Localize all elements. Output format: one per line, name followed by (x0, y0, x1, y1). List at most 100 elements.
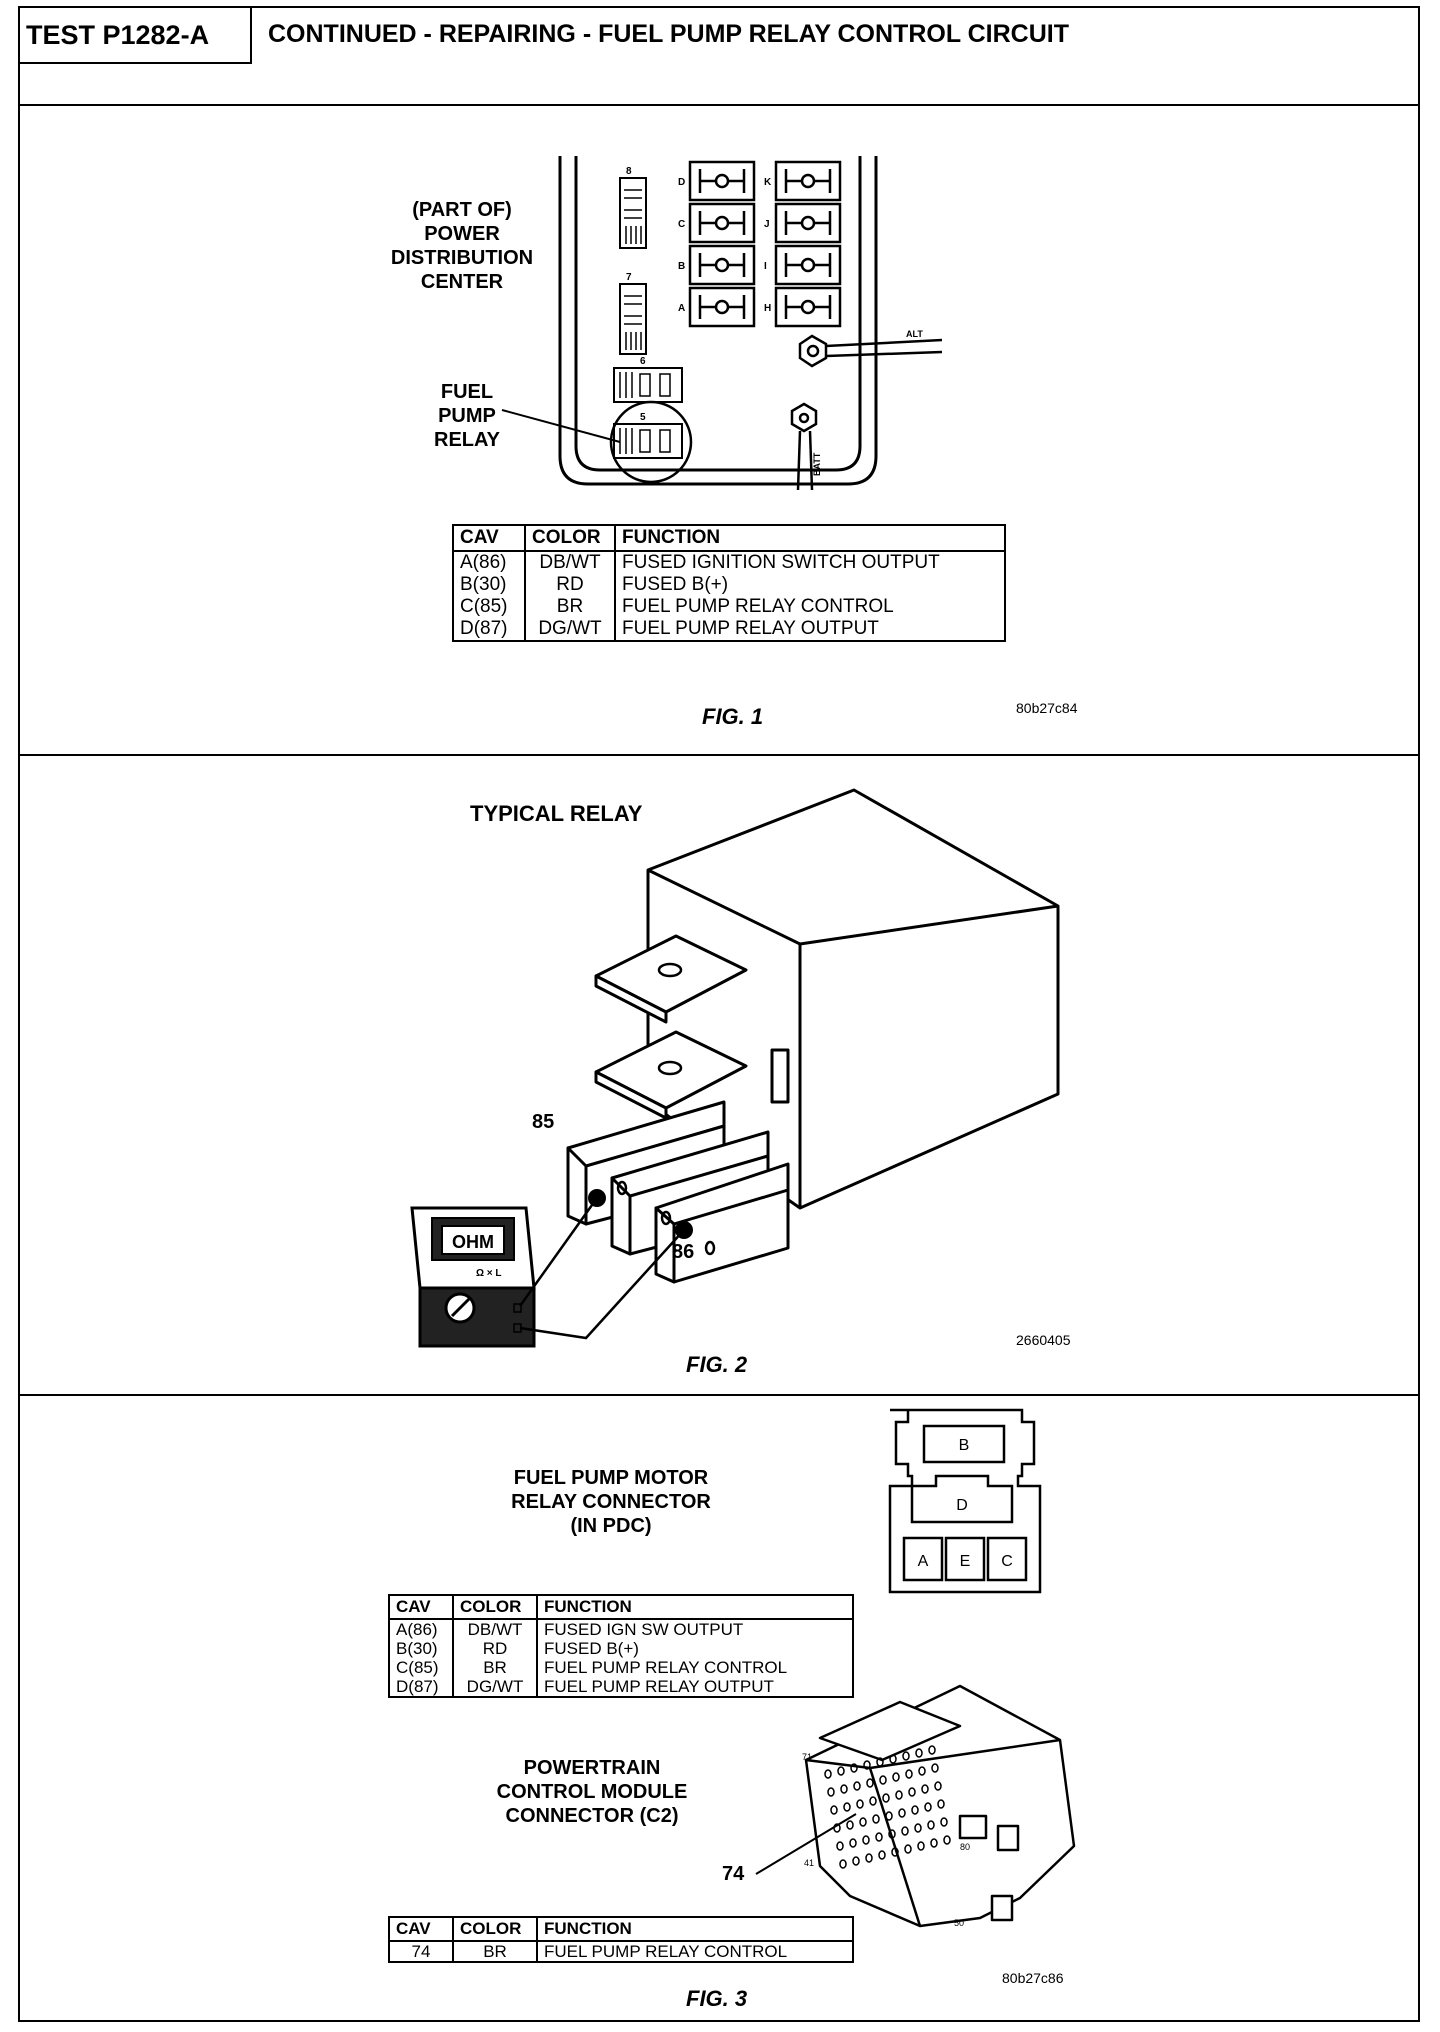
cell: FUEL PUMP RELAY OUTPUT (536, 1677, 854, 1698)
fuse-letter: I (764, 261, 767, 272)
slot-label: 5 (640, 412, 646, 423)
cell: A(86) (452, 551, 526, 574)
fuse-letter: C (678, 219, 685, 230)
cavity-letter: D (956, 1497, 968, 1514)
fig3-cavity-table: CAV COLOR FUNCTION A(86) DB/WT FUSED IGN… (388, 1594, 854, 1698)
cell: FUSED IGNITION SWITCH OUTPUT (614, 551, 1006, 574)
fuse-letter: D (678, 177, 685, 188)
slot-label: 7 (626, 272, 632, 283)
fuse-letter: J (764, 219, 770, 230)
pcm-pin (837, 1766, 845, 1776)
col-header: CAV (388, 1916, 454, 1942)
pdc-diagram: 8 7 6 5 D C B A K J I H ALT BATT (501, 156, 943, 491)
pcm-pin (869, 1796, 877, 1806)
col-header: CAV (452, 524, 526, 552)
fuel-pump-motor-relay-connector-label: FUEL PUMP MOTOR RELAY CONNECTOR (IN PDC) (511, 1467, 711, 1537)
fig1-panel: 8 7 6 5 D C B A K J I H ALT BATT (PART O… (20, 106, 1418, 756)
pcm-pin (904, 1844, 912, 1854)
cell: FUSED B(+) (536, 1639, 854, 1658)
cell: BR (452, 1658, 538, 1677)
cavity-letter: E (960, 1553, 971, 1570)
cell: BR (452, 1941, 538, 1963)
table-row: C(85) BR FUEL PUMP RELAY CONTROL (388, 1658, 854, 1677)
fig1-cavity-table: CAV COLOR FUNCTION A(86) DB/WT FUSED IGN… (452, 524, 1006, 642)
meter-scale: Ω × L (476, 1268, 502, 1279)
cell: C(85) (388, 1658, 454, 1677)
pin-85-label: 85 (532, 1111, 555, 1133)
pcm-pin (843, 1802, 851, 1812)
pcm-pin (850, 1763, 858, 1773)
pcm-pin (846, 1820, 854, 1830)
fuel-pump-relay-label: FUEL PUMP RELAY (434, 381, 500, 451)
pcm-pin (927, 1820, 935, 1830)
col-header: FUNCTION (536, 1916, 854, 1942)
slot-label: 8 (626, 166, 632, 177)
relay-diagram: OHM Ω × L (410, 788, 1060, 1348)
pcm-pin (862, 1835, 870, 1845)
fig2-panel: OHM Ω × L TYPICAL RELAY 85 86 FIG. 2 266… (20, 756, 1418, 1396)
fig3-panel: B D A E C 71 41 80 50 (20, 1396, 1418, 2020)
fig3-code: 80b27c86 (1002, 1970, 1064, 1986)
fig2-caption: FIG. 2 (686, 1352, 748, 1377)
pin-number: 71 (802, 1752, 812, 1762)
pcm-pin (865, 1853, 873, 1863)
pcm-pin (914, 1823, 922, 1833)
pcm-pin (917, 1841, 925, 1851)
table-row: 74 BR FUEL PUMP RELAY CONTROL (388, 1941, 854, 1963)
fig1-caption: FIG. 1 (702, 704, 764, 729)
cell: FUEL PUMP RELAY CONTROL (536, 1658, 854, 1677)
document-page: TEST P1282-A CONTINUED - REPAIRING - FUE… (18, 6, 1420, 2022)
pcm-pin (915, 1748, 923, 1758)
cell: D(87) (452, 618, 526, 642)
cell: DB/WT (524, 551, 616, 574)
col-header: COLOR (452, 1594, 538, 1620)
pcm-pin (852, 1856, 860, 1866)
cell: RD (452, 1639, 538, 1658)
pin-number: 41 (804, 1858, 814, 1868)
fuse-letter: K (764, 177, 772, 188)
pcm-pin (898, 1808, 906, 1818)
pcm-pin (863, 1760, 871, 1770)
batt-label: BATT (812, 452, 822, 476)
cell: B(30) (388, 1639, 454, 1658)
pcm-pin (836, 1841, 844, 1851)
fig1-code: 80b27c84 (1016, 700, 1078, 716)
cell: DG/WT (452, 1677, 538, 1698)
typical-relay-title: TYPICAL RELAY (470, 801, 643, 826)
table-row: A(86) DB/WT FUSED IGN SW OUTPUT (388, 1619, 854, 1639)
cell: C(85) (452, 596, 526, 618)
pcm-pin (901, 1826, 909, 1836)
pcm-pin (940, 1817, 948, 1827)
pin-86-label: 86 (672, 1241, 695, 1263)
cell: DB/WT (452, 1619, 538, 1639)
pcm-pin (902, 1751, 910, 1761)
pcm-pin (859, 1817, 867, 1827)
cell: 74 (388, 1941, 454, 1963)
cell: B(30) (452, 574, 526, 596)
cell: A(86) (388, 1619, 454, 1639)
alt-label: ALT (906, 329, 923, 339)
pdc-label: (PART OF) POWER DISTRIBUTION CENTER (390, 199, 534, 293)
pcm-pin (889, 1754, 897, 1764)
col-header: COLOR (524, 524, 616, 552)
cavity-letter: C (1001, 1553, 1013, 1570)
pcm-pin (928, 1745, 936, 1755)
col-header: CAV (388, 1594, 454, 1620)
table-row: B(30) RD FUSED B(+) (452, 574, 1006, 596)
slot-label: 6 (640, 356, 646, 367)
pcm-pin (892, 1772, 900, 1782)
fig2-code: 2660405 (1016, 1332, 1071, 1348)
pcm-pin (866, 1778, 874, 1788)
pcm-pin (943, 1835, 951, 1845)
cell: FUEL PUMP RELAY OUTPUT (614, 618, 1006, 642)
pcm-pin (856, 1799, 864, 1809)
pcm-pin (827, 1787, 835, 1797)
pcm-pin (824, 1769, 832, 1779)
pcm-pin (849, 1838, 857, 1848)
cell: D(87) (388, 1677, 454, 1698)
pcm-pin (891, 1847, 899, 1857)
cell: FUSED B(+) (614, 574, 1006, 596)
connectors-diagram: B D A E C 71 41 80 50 (755, 1408, 1076, 1928)
cell: FUEL PUMP RELAY CONTROL (536, 1941, 854, 1963)
pcm-pin (924, 1802, 932, 1812)
